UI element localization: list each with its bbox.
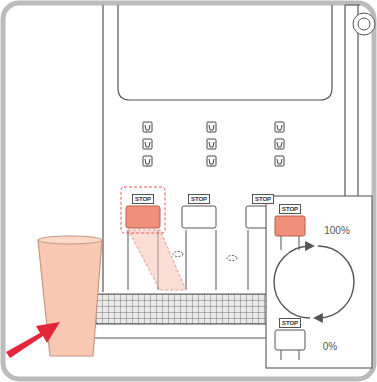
cup-icons xyxy=(143,122,284,166)
rotation-arrow xyxy=(274,246,310,318)
insert-arrow xyxy=(6,322,60,358)
selected-button xyxy=(126,206,160,228)
stop-tag: STOP xyxy=(279,318,301,328)
side-knob xyxy=(358,18,370,30)
display-panel xyxy=(118,5,332,100)
tag-text: STOP xyxy=(135,196,151,202)
highlight-box xyxy=(121,187,165,233)
percent-label: 100% xyxy=(324,226,350,236)
stop-tag: STOP xyxy=(252,194,274,204)
nozzle xyxy=(173,252,183,257)
side-knob xyxy=(353,13,375,35)
spout-column xyxy=(128,230,278,290)
cup-rim xyxy=(38,236,102,244)
detail-inset xyxy=(266,196,372,368)
tag-text: STOP xyxy=(282,320,298,326)
spout-column xyxy=(281,236,299,360)
stop-tag: STOP xyxy=(279,204,301,214)
percent-label: 0% xyxy=(323,342,337,352)
tag-text: STOP xyxy=(191,196,207,202)
selected-button xyxy=(275,216,305,236)
rotation-arrow xyxy=(318,246,354,318)
tag-text: STOP xyxy=(255,196,271,202)
frame xyxy=(3,3,374,379)
button xyxy=(275,330,305,350)
stop-tag: STOP xyxy=(188,194,210,204)
dispense-beam xyxy=(128,230,186,290)
nozzle xyxy=(227,256,237,261)
stop-tag: STOP xyxy=(132,194,154,204)
button xyxy=(182,206,216,228)
tag-text: STOP xyxy=(282,206,298,212)
